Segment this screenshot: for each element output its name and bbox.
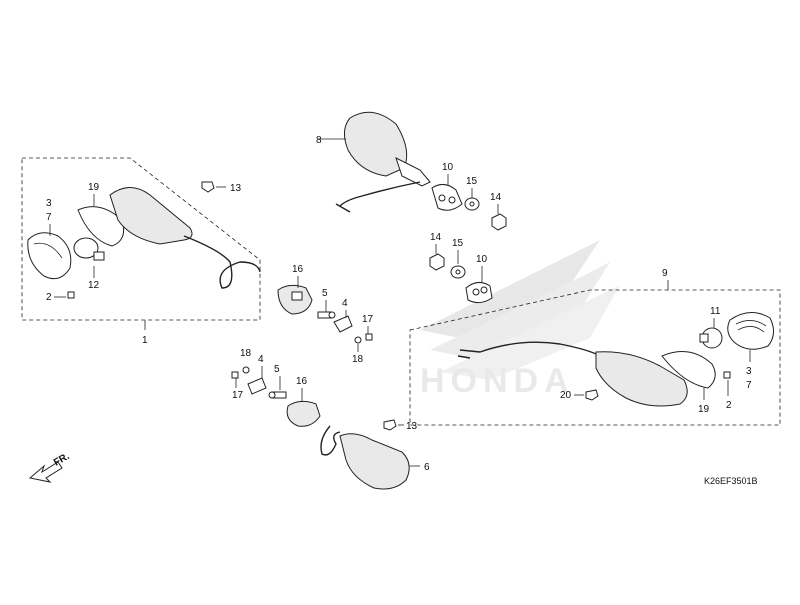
bracket-10-top xyxy=(431,184,463,211)
bolt-13-top xyxy=(201,181,215,193)
washer-18-top xyxy=(354,336,362,344)
callout-6: 6 xyxy=(424,462,430,473)
callout-12-left: 12 xyxy=(88,280,100,291)
washer-15-top xyxy=(464,197,480,211)
callout-11: 11 xyxy=(710,306,721,317)
right-lens xyxy=(727,312,774,350)
callout-14-mid: 14 xyxy=(430,232,442,243)
callout-10-top: 10 xyxy=(442,162,454,173)
top-signal-housing xyxy=(335,111,431,213)
callout-13-top: 13 xyxy=(230,183,242,194)
callout-1: 1 xyxy=(142,335,148,346)
callout-10-mid: 10 xyxy=(476,254,488,265)
callout-15-top: 15 xyxy=(466,176,478,187)
nut-17-top xyxy=(365,333,373,341)
plate-4-top xyxy=(333,315,353,333)
washer-18-bottom xyxy=(242,366,250,374)
callout-3-right: 3 xyxy=(746,366,752,377)
callout-17-top: 17 xyxy=(362,314,374,325)
callout-4-top: 4 xyxy=(342,298,348,309)
callout-17-bottom: 17 xyxy=(232,390,244,401)
right-screw xyxy=(723,371,731,379)
left-screw xyxy=(67,291,75,299)
right-turn-signal-group-outline xyxy=(409,280,781,426)
rubber-mount-16-top xyxy=(277,284,313,315)
callout-18-top: 18 xyxy=(352,354,364,365)
callout-19-right: 19 xyxy=(698,404,710,415)
rubber-mount-16-bottom xyxy=(286,400,321,427)
nut-14-top xyxy=(491,213,507,231)
callout-2-right: 2 xyxy=(726,400,732,411)
callout-15-mid: 15 xyxy=(452,238,464,249)
callout-13-bottom: 13 xyxy=(406,421,418,432)
callout-7-right: 7 xyxy=(746,380,752,391)
callout-7-left: 7 xyxy=(46,212,52,223)
callout-16-bottom: 16 xyxy=(296,376,308,387)
front-arrow-label: FR. xyxy=(52,451,72,469)
diagram-code: K26EF3501B xyxy=(704,476,758,486)
callout-19-left: 19 xyxy=(88,182,100,193)
socket-5-top xyxy=(317,311,336,319)
watermark-text: HONDA xyxy=(420,362,575,400)
callout-14-top: 14 xyxy=(490,192,502,203)
callout-4-bottom: 4 xyxy=(258,354,264,365)
nut-17-bottom xyxy=(231,371,239,379)
honda-wing-watermark: HONDA xyxy=(420,240,620,400)
front-direction-arrow: FR. xyxy=(28,451,72,483)
bracket-10-mid xyxy=(465,282,493,304)
callout-5-bottom: 5 xyxy=(274,364,280,375)
callout-3-left: 3 xyxy=(46,198,52,209)
nut-14-mid xyxy=(429,253,445,271)
callout-9: 9 xyxy=(662,268,668,279)
callout-20: 20 xyxy=(560,390,572,401)
left-bulb xyxy=(73,237,105,261)
left-signal-housing xyxy=(109,187,261,289)
callout-5-top: 5 xyxy=(322,288,328,299)
bolt-13-bottom xyxy=(383,419,397,431)
bottom-signal-housing xyxy=(320,425,410,490)
callout-8: 8 xyxy=(316,135,322,146)
left-lens xyxy=(27,232,72,280)
callout-2-left: 2 xyxy=(46,292,52,303)
callout-18-bottom: 18 xyxy=(240,348,252,359)
right-bulb xyxy=(699,327,723,349)
left-gasket xyxy=(77,206,125,247)
left-turn-signal-group-outline xyxy=(21,157,261,330)
callout-16-top: 16 xyxy=(292,264,304,275)
bolt-20 xyxy=(585,389,599,401)
plate-4-bottom xyxy=(247,377,267,395)
washer-15-mid xyxy=(450,265,466,279)
socket-5-bottom xyxy=(268,391,287,399)
right-gasket xyxy=(661,351,716,389)
right-signal-housing xyxy=(457,341,688,407)
